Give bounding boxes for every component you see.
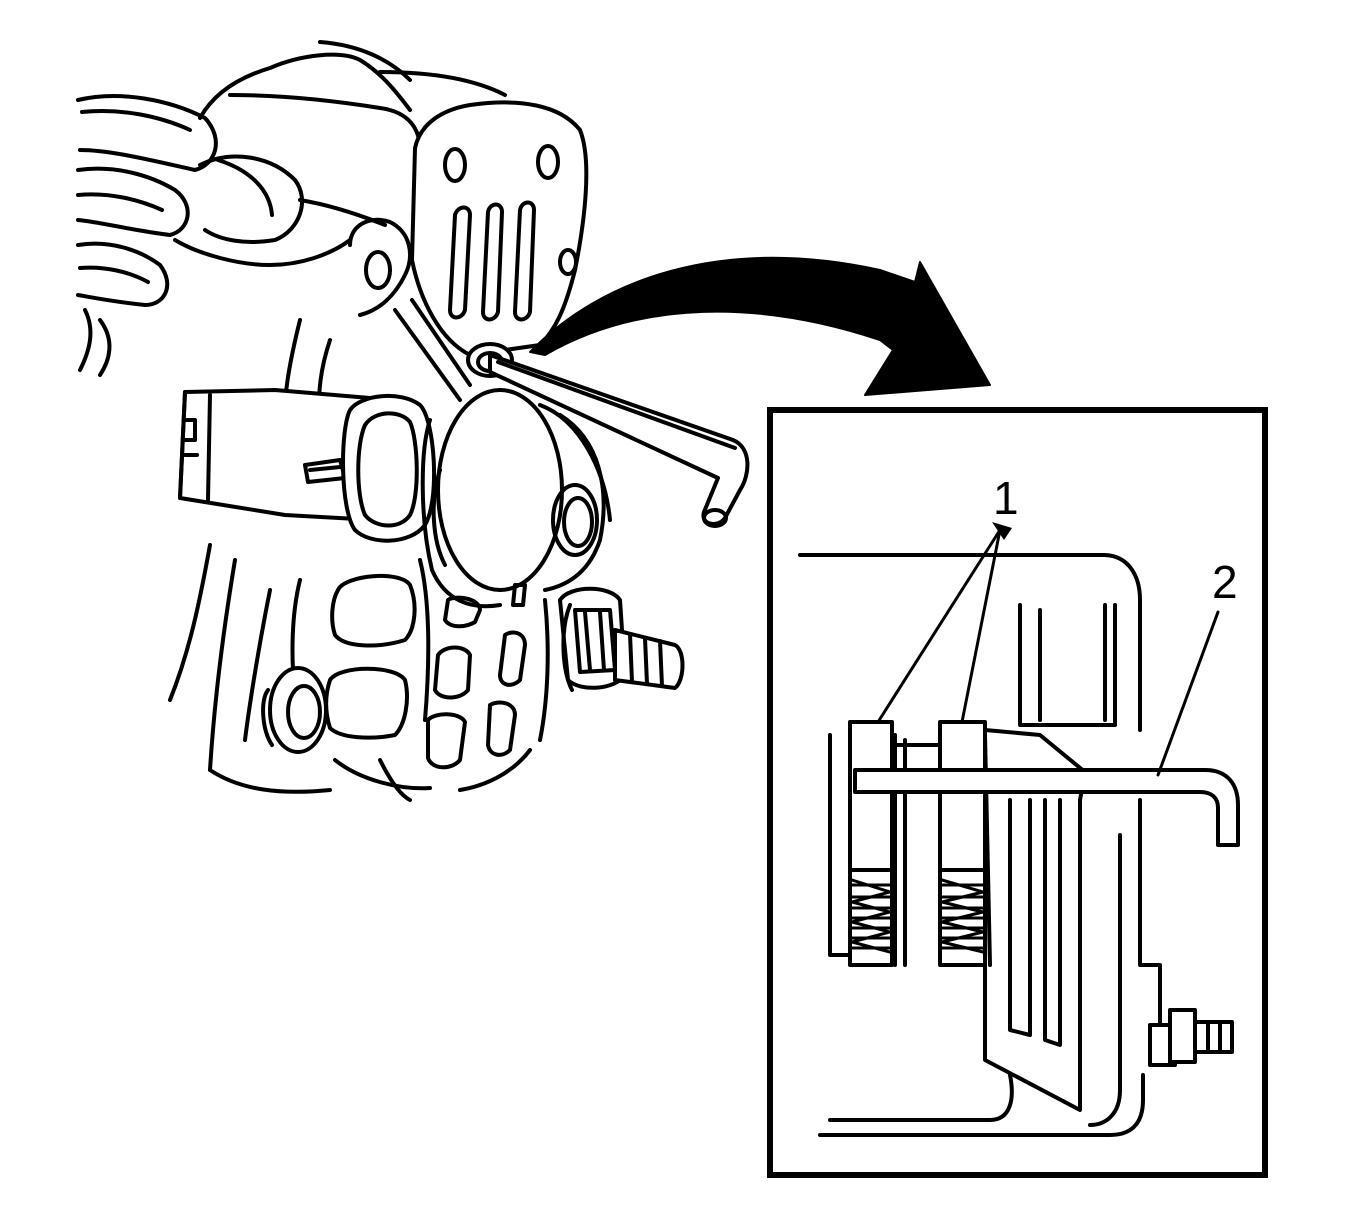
battery-terminal-stud xyxy=(558,586,685,692)
detail-arrow xyxy=(529,256,991,396)
detail-inset: 1 2 xyxy=(767,407,1268,1178)
hex-key-tool-detail xyxy=(853,768,1240,847)
hex-key-tool xyxy=(466,342,750,528)
leader-line-1b xyxy=(960,528,1002,724)
alternator-housing xyxy=(76,40,589,794)
callout-1: 1 xyxy=(993,472,1019,524)
leader-line-2 xyxy=(1156,610,1220,777)
leader-line-1a xyxy=(876,528,1002,724)
rear-frame xyxy=(261,388,612,802)
brush-springs xyxy=(848,868,987,954)
electrical-connector xyxy=(178,388,437,543)
callout-2: 2 xyxy=(1212,556,1238,608)
